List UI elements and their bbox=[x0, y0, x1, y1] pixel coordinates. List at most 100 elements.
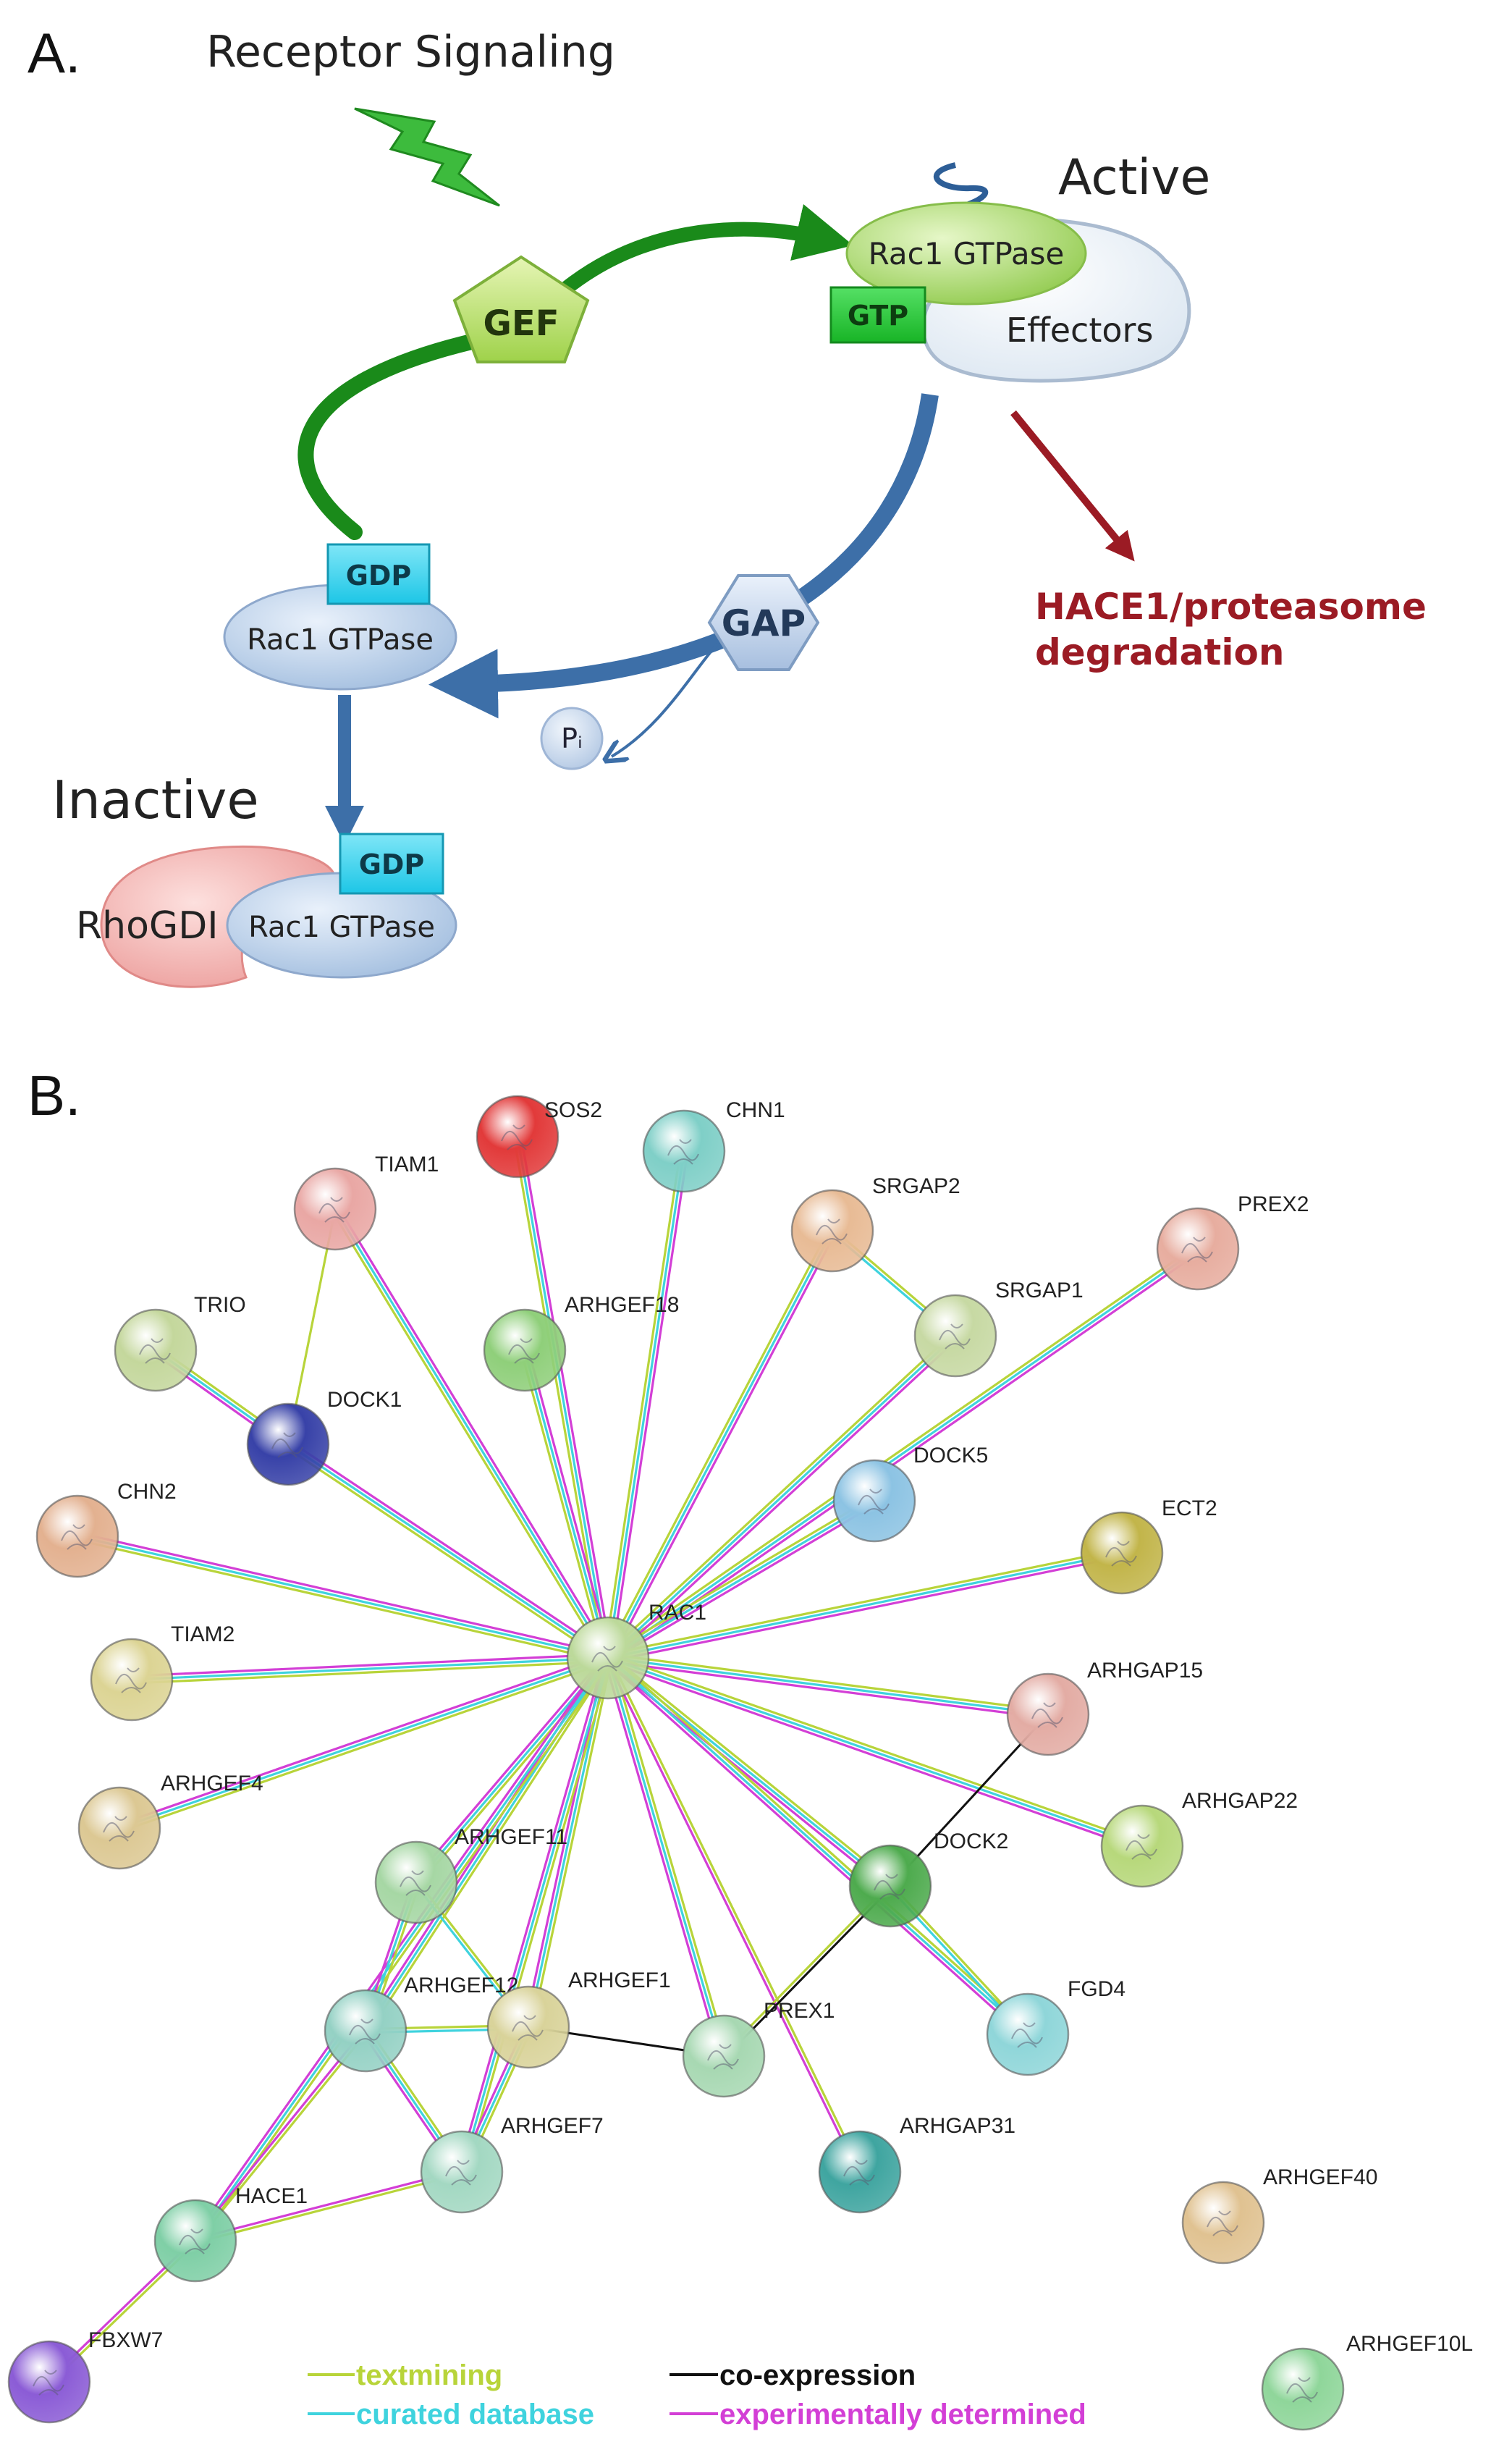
gdp-box-top bbox=[326, 543, 431, 605]
node-dock5[interactable]: DOCK5 bbox=[832, 1444, 988, 1543]
node-ect2[interactable]: ECT2 bbox=[1080, 1496, 1217, 1595]
node-label-trio: TRIO bbox=[194, 1293, 246, 1317]
node-arhgef40[interactable]: ARHGEF40 bbox=[1181, 2165, 1377, 2265]
protein-structure-icon bbox=[707, 2044, 739, 2070]
node-arhgef18[interactable]: ARHGEF18 bbox=[483, 1293, 679, 1392]
node-sphere[interactable] bbox=[153, 2199, 237, 2283]
node-fgd4[interactable]: FGD4 bbox=[986, 1977, 1125, 2076]
node-sphere[interactable] bbox=[483, 1308, 567, 1392]
node-srgap1[interactable]: SRGAP1 bbox=[913, 1279, 1084, 1378]
node-arhgef7[interactable]: ARHGEF7 bbox=[420, 2114, 604, 2214]
node-label-srgap1: SRGAP1 bbox=[995, 1279, 1084, 1302]
protein-structure-icon bbox=[1011, 2022, 1043, 2048]
node-arhgef12[interactable]: ARHGEF12 bbox=[324, 1974, 518, 2073]
node-sphere[interactable] bbox=[832, 1459, 916, 1543]
node-sphere[interactable] bbox=[35, 1494, 119, 1578]
node-sphere[interactable] bbox=[848, 1844, 932, 1928]
node-sphere[interactable] bbox=[790, 1189, 874, 1273]
edge-line-experimentally-determined bbox=[609, 1337, 959, 1662]
node-sphere[interactable] bbox=[90, 1638, 174, 1722]
rac1-bottom-label: Rac1 GTPase bbox=[248, 911, 435, 944]
node-label-arhgap15: ARHGAP15 bbox=[1087, 1659, 1203, 1683]
node-tiam1[interactable]: TIAM1 bbox=[293, 1153, 439, 1251]
node-sphere[interactable] bbox=[486, 1985, 570, 2069]
node-label-srgap2: SRGAP2 bbox=[872, 1174, 960, 1198]
node-sphere[interactable] bbox=[986, 1992, 1070, 2076]
edge-line-textmining bbox=[331, 1210, 607, 1661]
node-arhgef11[interactable]: ARHGEF11 bbox=[374, 1825, 567, 1924]
node-chn2[interactable]: CHN2 bbox=[35, 1480, 177, 1578]
protein-structure-icon bbox=[1286, 2377, 1318, 2403]
node-sphere[interactable] bbox=[420, 2130, 504, 2214]
edge-line-curated-database bbox=[607, 1334, 957, 1659]
node-sphere[interactable] bbox=[114, 1308, 198, 1392]
node-sphere[interactable] bbox=[1100, 1804, 1184, 1888]
edge-rac1-fgd4 bbox=[604, 1654, 1031, 2038]
node-fbxw7[interactable]: FBXW7 bbox=[7, 2328, 163, 2424]
edge-line-textmining bbox=[120, 1660, 610, 1833]
edge-line-experimentally-determined bbox=[527, 1349, 613, 1658]
node-label-arhgef18: ARHGEF18 bbox=[565, 1293, 679, 1317]
edge-line-textmining bbox=[604, 1332, 954, 1656]
node-sphere[interactable] bbox=[374, 1840, 458, 1924]
node-chn1[interactable]: CHN1 bbox=[642, 1098, 785, 1193]
node-sphere[interactable] bbox=[1181, 2181, 1265, 2265]
node-label-hace1: HACE1 bbox=[235, 2184, 308, 2208]
node-label-tiam2: TIAM2 bbox=[171, 1622, 235, 1646]
node-trio[interactable]: TRIO bbox=[114, 1293, 246, 1392]
node-arhgap15[interactable]: ARHGAP15 bbox=[1006, 1659, 1203, 1756]
node-hace1[interactable]: HACE1 bbox=[153, 2184, 308, 2283]
node-sphere[interactable] bbox=[913, 1294, 997, 1378]
edge-line-textmining bbox=[609, 1653, 1144, 1844]
node-dock1[interactable]: DOCK1 bbox=[246, 1388, 402, 1486]
node-sphere[interactable] bbox=[1261, 2347, 1345, 2431]
protein-structure-icon bbox=[139, 1338, 171, 1364]
edge-rac1-arhgap22 bbox=[606, 1653, 1144, 1851]
node-label-chn1: CHN1 bbox=[726, 1098, 785, 1122]
node-arhgef10l[interactable]: ARHGEF10L bbox=[1261, 2332, 1473, 2431]
node-label-arhgef1: ARHGEF1 bbox=[568, 1968, 671, 1992]
node-tiam2[interactable]: TIAM2 bbox=[90, 1622, 235, 1722]
node-label-rac1: RAC1 bbox=[649, 1601, 706, 1625]
node-sphere[interactable] bbox=[1006, 1672, 1090, 1756]
edge-line-textmining bbox=[605, 1496, 874, 1656]
node-sphere[interactable] bbox=[682, 2014, 766, 2098]
node-rac1[interactable]: RAC1 bbox=[566, 1601, 706, 1700]
node-sphere[interactable] bbox=[476, 1095, 559, 1179]
rac1-active-node: Rac1 GTPase bbox=[845, 162, 1087, 306]
network-edges bbox=[47, 1135, 1201, 2384]
edge-line-textmining bbox=[605, 1245, 1197, 1656]
node-sphere[interactable] bbox=[1080, 1511, 1164, 1595]
node-arhgap31[interactable]: ARHGAP31 bbox=[818, 2114, 1015, 2214]
node-sphere[interactable] bbox=[566, 1616, 650, 1700]
node-sphere[interactable] bbox=[293, 1167, 377, 1251]
node-sos2[interactable]: SOS2 bbox=[476, 1095, 602, 1179]
pi-node: Pᵢ bbox=[540, 707, 604, 770]
protein-structure-icon bbox=[501, 1124, 533, 1150]
node-arhgef1[interactable]: ARHGEF1 bbox=[486, 1968, 671, 2069]
edge-line-experimentally-determined bbox=[606, 1660, 1141, 1851]
node-arhgap22[interactable]: ARHGAP22 bbox=[1100, 1789, 1298, 1888]
node-sphere[interactable] bbox=[324, 1989, 407, 2073]
node-sphere[interactable] bbox=[818, 2130, 902, 2214]
edge-line-textmining bbox=[607, 1548, 1122, 1656]
node-srgap2[interactable]: SRGAP2 bbox=[790, 1174, 960, 1273]
node-sphere[interactable] bbox=[1156, 1207, 1240, 1291]
edge-line-curated-database bbox=[516, 1136, 609, 1659]
protein-structure-icon bbox=[512, 2015, 544, 2041]
edge-line-curated-database bbox=[77, 1535, 609, 1659]
inactive-label: Inactive bbox=[52, 770, 259, 830]
node-prex2[interactable]: PREX2 bbox=[1156, 1192, 1309, 1291]
node-label-arhgap31: ARHGAP31 bbox=[900, 2114, 1015, 2138]
node-dock2[interactable]: DOCK2 bbox=[848, 1829, 1008, 1928]
node-prex1[interactable]: PREX1 bbox=[682, 1999, 835, 2098]
gtp-box bbox=[829, 286, 926, 344]
node-label-dock2: DOCK2 bbox=[934, 1829, 1008, 1853]
node-sphere[interactable] bbox=[7, 2340, 91, 2424]
node-arhgef4[interactable]: ARHGEF4 bbox=[77, 1772, 263, 1870]
node-sphere[interactable] bbox=[642, 1109, 726, 1193]
edge-line-experimentally-determined bbox=[193, 2029, 366, 2241]
node-sphere[interactable] bbox=[77, 1786, 161, 1870]
node-sphere[interactable] bbox=[246, 1402, 330, 1486]
